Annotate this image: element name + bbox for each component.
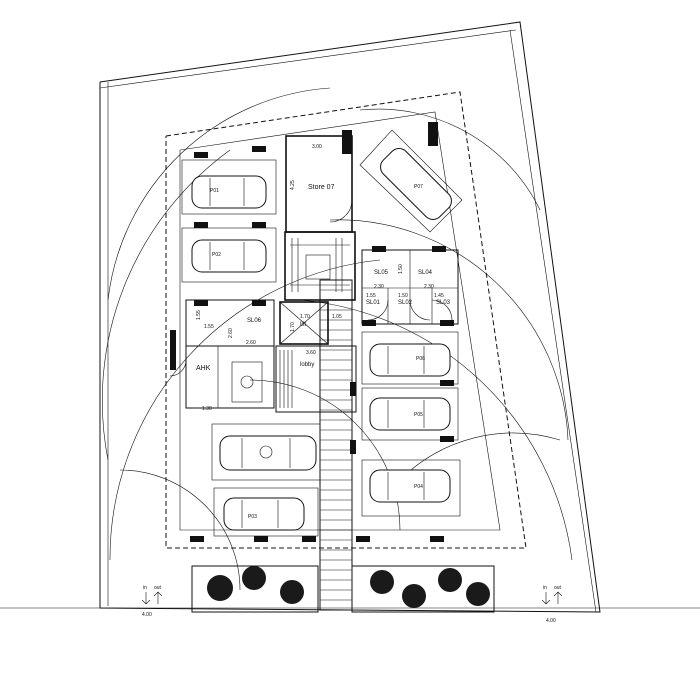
structural-walls xyxy=(170,122,454,542)
label-ahk: AHK xyxy=(196,365,211,372)
dim-sl06-d: 1.55 xyxy=(196,310,202,320)
storage-block-left xyxy=(169,299,275,409)
car-p05 xyxy=(369,397,451,431)
dim-ramp-right: 4.00 xyxy=(546,618,556,624)
label-sl02: SL02 xyxy=(398,300,413,306)
dim-sl03-b: 1.45 xyxy=(434,293,444,299)
car-accessible xyxy=(219,435,317,471)
car-p07 xyxy=(380,148,452,220)
parking-bays xyxy=(181,129,463,537)
label-sl05: SL05 xyxy=(374,270,389,276)
dim-sl02-w: 1.50 xyxy=(398,293,408,299)
dim-sl05-w: 2.30 xyxy=(374,284,384,290)
dim-lift-w: 1.70 xyxy=(300,314,310,320)
dim-store-depth: 4.25 xyxy=(290,180,296,190)
dim-sl06-c: 2.60 xyxy=(246,340,256,346)
label-p02: P02 xyxy=(212,252,221,258)
storage-block-right xyxy=(361,249,459,325)
label-store: Store 07 xyxy=(308,184,335,191)
store-room xyxy=(285,135,353,233)
label-p05: P05 xyxy=(414,412,423,418)
label-lobby: lobby xyxy=(300,362,314,368)
dim-sl06-b: 2.60 xyxy=(228,328,234,338)
label-sl03: SL03 xyxy=(436,300,451,306)
plot-boundary xyxy=(0,21,700,613)
central-ramp xyxy=(319,279,353,611)
label-p04: P04 xyxy=(414,484,423,490)
ramp-right-out: out xyxy=(554,585,562,591)
car-p02 xyxy=(191,239,267,273)
label-sl06: SL06 xyxy=(247,318,262,324)
label-p03: P03 xyxy=(248,514,257,520)
label-sl04: SL04 xyxy=(418,270,433,276)
dim-lift-side: 1.05 xyxy=(332,314,342,320)
label-p07: P07 xyxy=(414,184,423,190)
ramp-left-in: in xyxy=(143,585,147,591)
dim-sl03-w: 2.30 xyxy=(424,284,434,290)
building-envelope xyxy=(165,91,527,549)
car-p06 xyxy=(369,343,451,377)
car-p03 xyxy=(223,497,305,531)
dim-sl01-w: 1.55 xyxy=(366,293,376,299)
dim-ahk-w: 1.30 xyxy=(202,406,212,412)
dim-sl06-a: 1.55 xyxy=(204,324,214,330)
label-lift: lift xyxy=(300,322,306,328)
car-p01 xyxy=(191,175,267,209)
car-p04 xyxy=(369,469,451,503)
ramp-right-in: in xyxy=(543,585,547,591)
dim-lift-h: 1.70 xyxy=(290,322,296,332)
label-p06: P06 xyxy=(416,356,425,362)
dim-ramp-left: 4.00 xyxy=(142,612,152,618)
label-p01: P01 xyxy=(210,188,219,194)
setback-arcs xyxy=(101,87,573,591)
dim-sl05-h: 1.50 xyxy=(398,264,404,274)
ramp-arrows xyxy=(141,591,563,605)
ramp-left-out: out xyxy=(154,585,162,591)
dim-lobby-w: 3.60 xyxy=(306,350,316,356)
label-sl01: SL01 xyxy=(366,300,381,306)
lobby-area xyxy=(275,345,357,413)
dim-store-width: 3.00 xyxy=(312,144,322,150)
planters xyxy=(191,565,495,613)
